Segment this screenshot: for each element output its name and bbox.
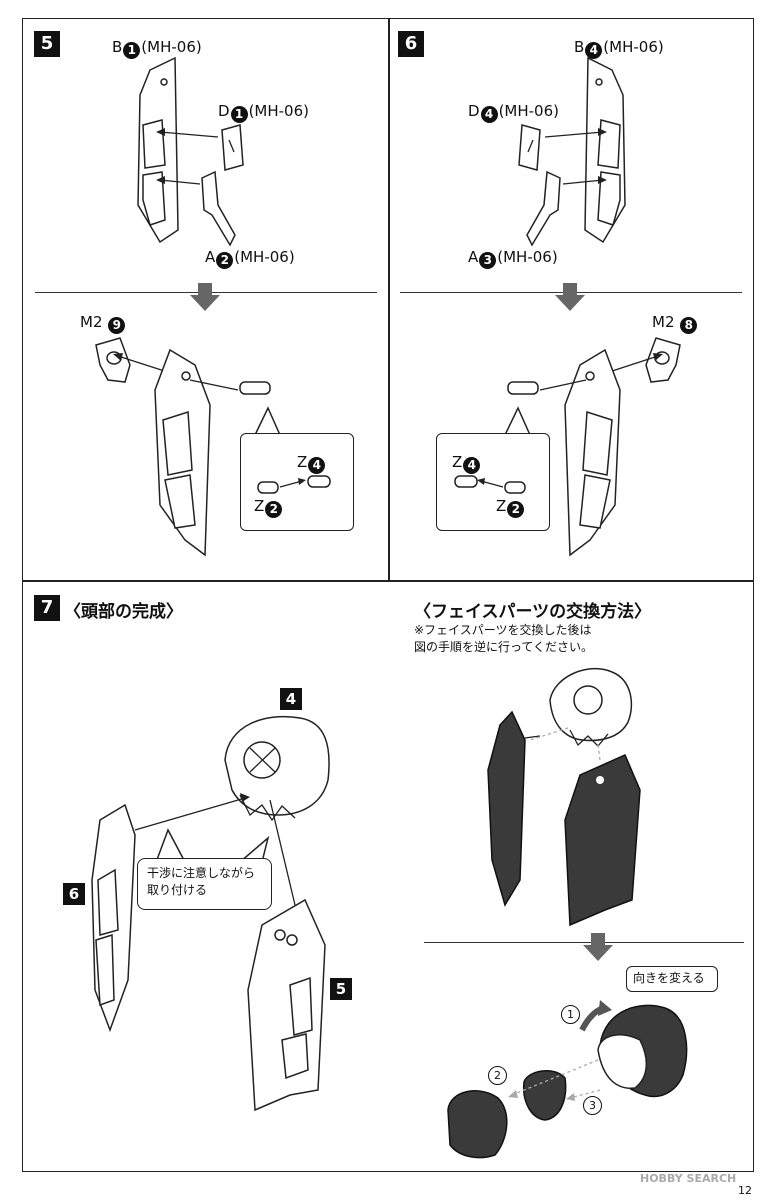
step6-label-b-letter: B bbox=[574, 38, 585, 56]
face-swap-title: 〈フェイスパーツの交換方法〉 bbox=[414, 602, 652, 622]
step6-number: 6 bbox=[398, 31, 424, 57]
step5-label-d-letter: D bbox=[218, 102, 230, 120]
step5-number: 5 bbox=[34, 31, 60, 57]
footer-page-number: 12 bbox=[738, 1184, 752, 1197]
step5-label-a-code: (MH-06) bbox=[234, 248, 295, 266]
face-swap-upper-drawing bbox=[487, 667, 641, 927]
step5-z-parts bbox=[257, 475, 331, 494]
face-swap-note-line1: ※フェイスパーツを交換した後は bbox=[414, 623, 592, 637]
step5-frame bbox=[22, 18, 390, 582]
face-swap-note: ※フェイスパーツを交換した後は 図の手順を逆に行ってください。 bbox=[414, 622, 593, 656]
step7-note-line1: 干渉に注意しながら bbox=[147, 866, 256, 880]
step5-z-bottom-num: 2 bbox=[265, 501, 283, 518]
step5-label-d-code: (MH-06) bbox=[248, 102, 309, 120]
step6-z-parts bbox=[454, 475, 526, 494]
step5-label-m2-num: 9 bbox=[108, 317, 126, 334]
face-swap-lower-drawing bbox=[447, 1000, 688, 1159]
face-swap-divider bbox=[424, 942, 744, 943]
step5-upper-drawing bbox=[137, 56, 244, 247]
face-swap-note-line2: 図の手順を逆に行ってください。 bbox=[414, 640, 594, 654]
step6-label-d-code: (MH-06) bbox=[498, 102, 559, 120]
step6-label-d-letter: D bbox=[468, 102, 480, 120]
step6-upper-drawing bbox=[518, 56, 626, 247]
step6-label-b-num: 4 bbox=[585, 42, 603, 59]
step5-z-top-letter: Z bbox=[297, 453, 308, 471]
step7-number: 7 bbox=[34, 595, 60, 621]
step6-label-a-letter: A bbox=[468, 248, 479, 266]
step6-z-top-letter: Z bbox=[452, 453, 463, 471]
step6-lower-drawing bbox=[503, 337, 681, 557]
face-swap-step1: 1 bbox=[561, 1005, 580, 1024]
step5-z-bottom-letter: Z bbox=[254, 497, 265, 515]
face-swap-turn-bubble bbox=[626, 966, 718, 992]
step5-label-b-code: (MH-06) bbox=[141, 38, 202, 56]
face-swap-step3: 3 bbox=[583, 1096, 602, 1115]
step6-label-m2-text: M2 bbox=[652, 313, 675, 331]
step6-z-bottom-num: 2 bbox=[507, 501, 525, 518]
step5-z-top-num: 4 bbox=[308, 457, 326, 474]
step7-part-5: 5 bbox=[330, 978, 352, 1000]
face-swap-down-arrow-icon bbox=[583, 933, 613, 961]
step5-label-m2: M2 9 bbox=[80, 313, 126, 334]
step6-z-bottom-letter: Z bbox=[496, 497, 507, 515]
step6-label-a-num: 3 bbox=[479, 252, 497, 269]
step5-label-b-num: 1 bbox=[123, 42, 141, 59]
step7-drawing bbox=[91, 715, 330, 1112]
step5-label-d-num: 1 bbox=[230, 106, 248, 123]
step5-down-arrow-icon bbox=[190, 283, 220, 311]
step7-title: 〈頭部の完成〉 bbox=[64, 602, 183, 622]
step6-label-d-num: 4 bbox=[480, 106, 498, 123]
step7-part-6: 6 bbox=[63, 883, 85, 905]
face-swap-turn-label: 向きを変える bbox=[633, 971, 705, 985]
step6-label-m2-num: 8 bbox=[680, 317, 698, 334]
step6-label-m2: M2 8 bbox=[652, 313, 698, 334]
step6-z-top-num: 4 bbox=[463, 457, 481, 474]
step6-label-b-code: (MH-06) bbox=[603, 38, 664, 56]
face-swap-step2: 2 bbox=[488, 1066, 507, 1085]
step7-note-line2: 取り付ける bbox=[147, 883, 208, 897]
step5-label-a-letter: A bbox=[205, 248, 216, 266]
step5-label-m2-text: M2 bbox=[80, 313, 103, 331]
step5-lower-drawing bbox=[95, 337, 282, 557]
step7-note-bubble bbox=[137, 858, 272, 910]
step7-frame bbox=[22, 580, 754, 1172]
step5-label-a-num: 2 bbox=[216, 252, 234, 269]
footer-watermark: HOBBY SEARCH bbox=[640, 1172, 737, 1185]
step7-part-4: 4 bbox=[280, 688, 302, 710]
step6-label-a-code: (MH-06) bbox=[497, 248, 558, 266]
step7-note: 干渉に注意しながら 取り付ける bbox=[147, 865, 255, 899]
step6-down-arrow-icon bbox=[555, 283, 585, 311]
step5-label-b-letter: B bbox=[112, 38, 123, 56]
step6-frame bbox=[388, 18, 754, 582]
